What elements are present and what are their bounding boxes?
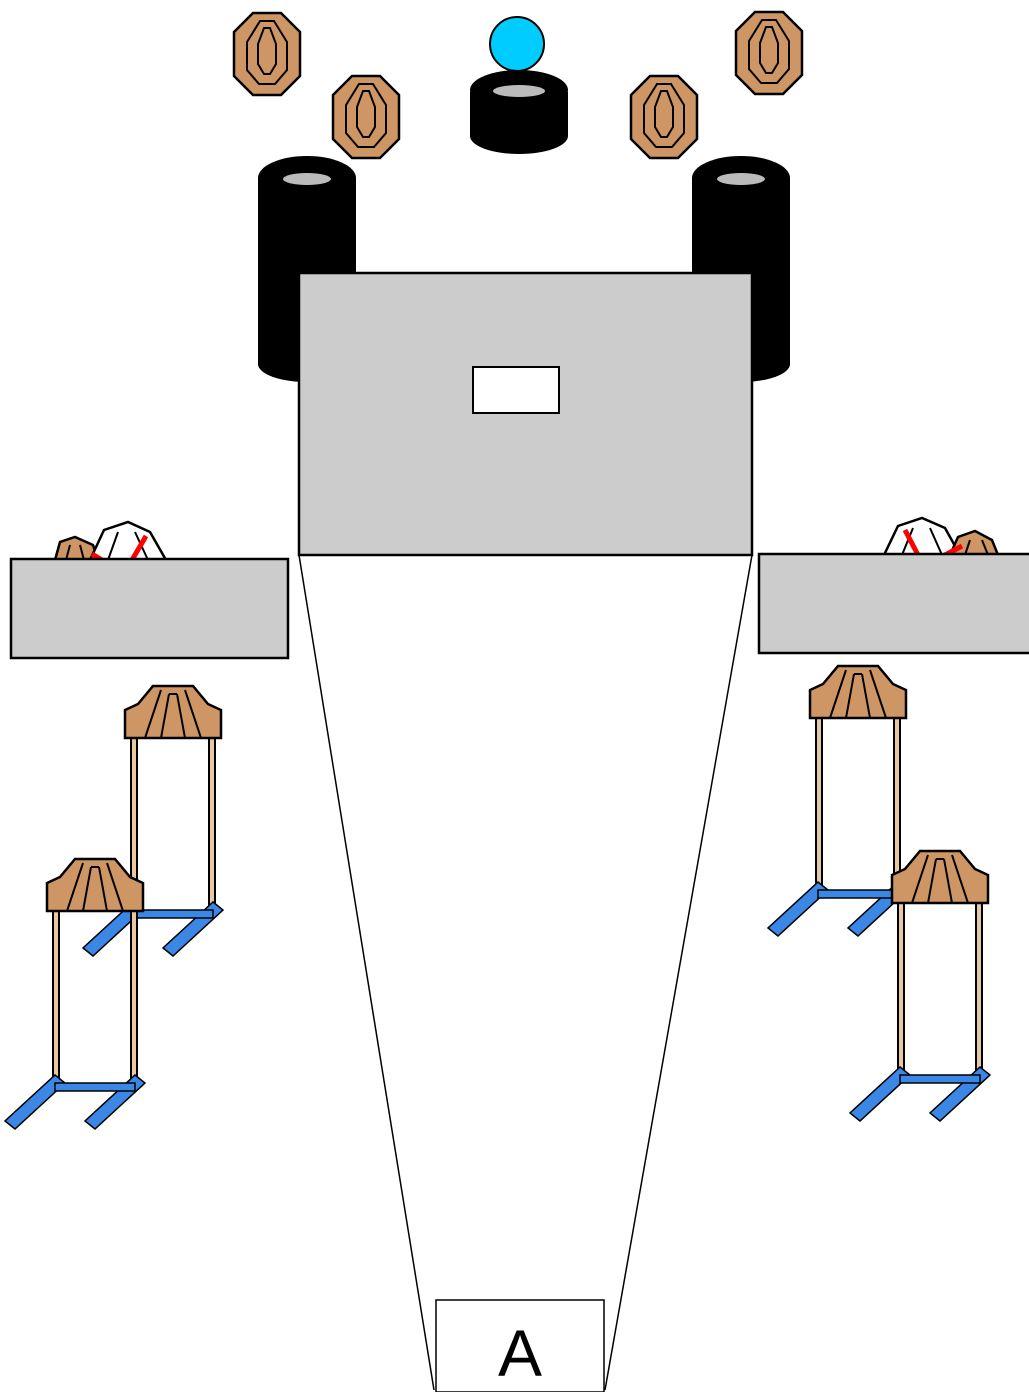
paper-target-top-far-left	[232, 11, 302, 97]
paper-target-top-far-right	[734, 10, 804, 96]
stand-target-right-back	[766, 664, 910, 938]
stand-target-left-back	[81, 684, 225, 958]
fault-line-right	[604, 554, 753, 1391]
start-position-label: A	[498, 1316, 542, 1390]
start-position-box: A	[435, 1299, 605, 1392]
right-wall-targets	[882, 516, 1000, 558]
steel-popper	[489, 16, 545, 72]
fault-line-left	[298, 554, 435, 1391]
window-port	[472, 366, 560, 414]
right-wall	[757, 552, 1029, 655]
no-shoot-right	[882, 516, 963, 557]
left-wall-targets	[53, 520, 169, 563]
tire-stack-center	[470, 70, 568, 154]
left-wall	[9, 557, 290, 660]
no-shoot-left	[88, 520, 169, 562]
stand-target-left-front	[3, 857, 147, 1131]
paper-target-top-right	[629, 74, 699, 160]
paper-target-top-left	[331, 74, 401, 160]
